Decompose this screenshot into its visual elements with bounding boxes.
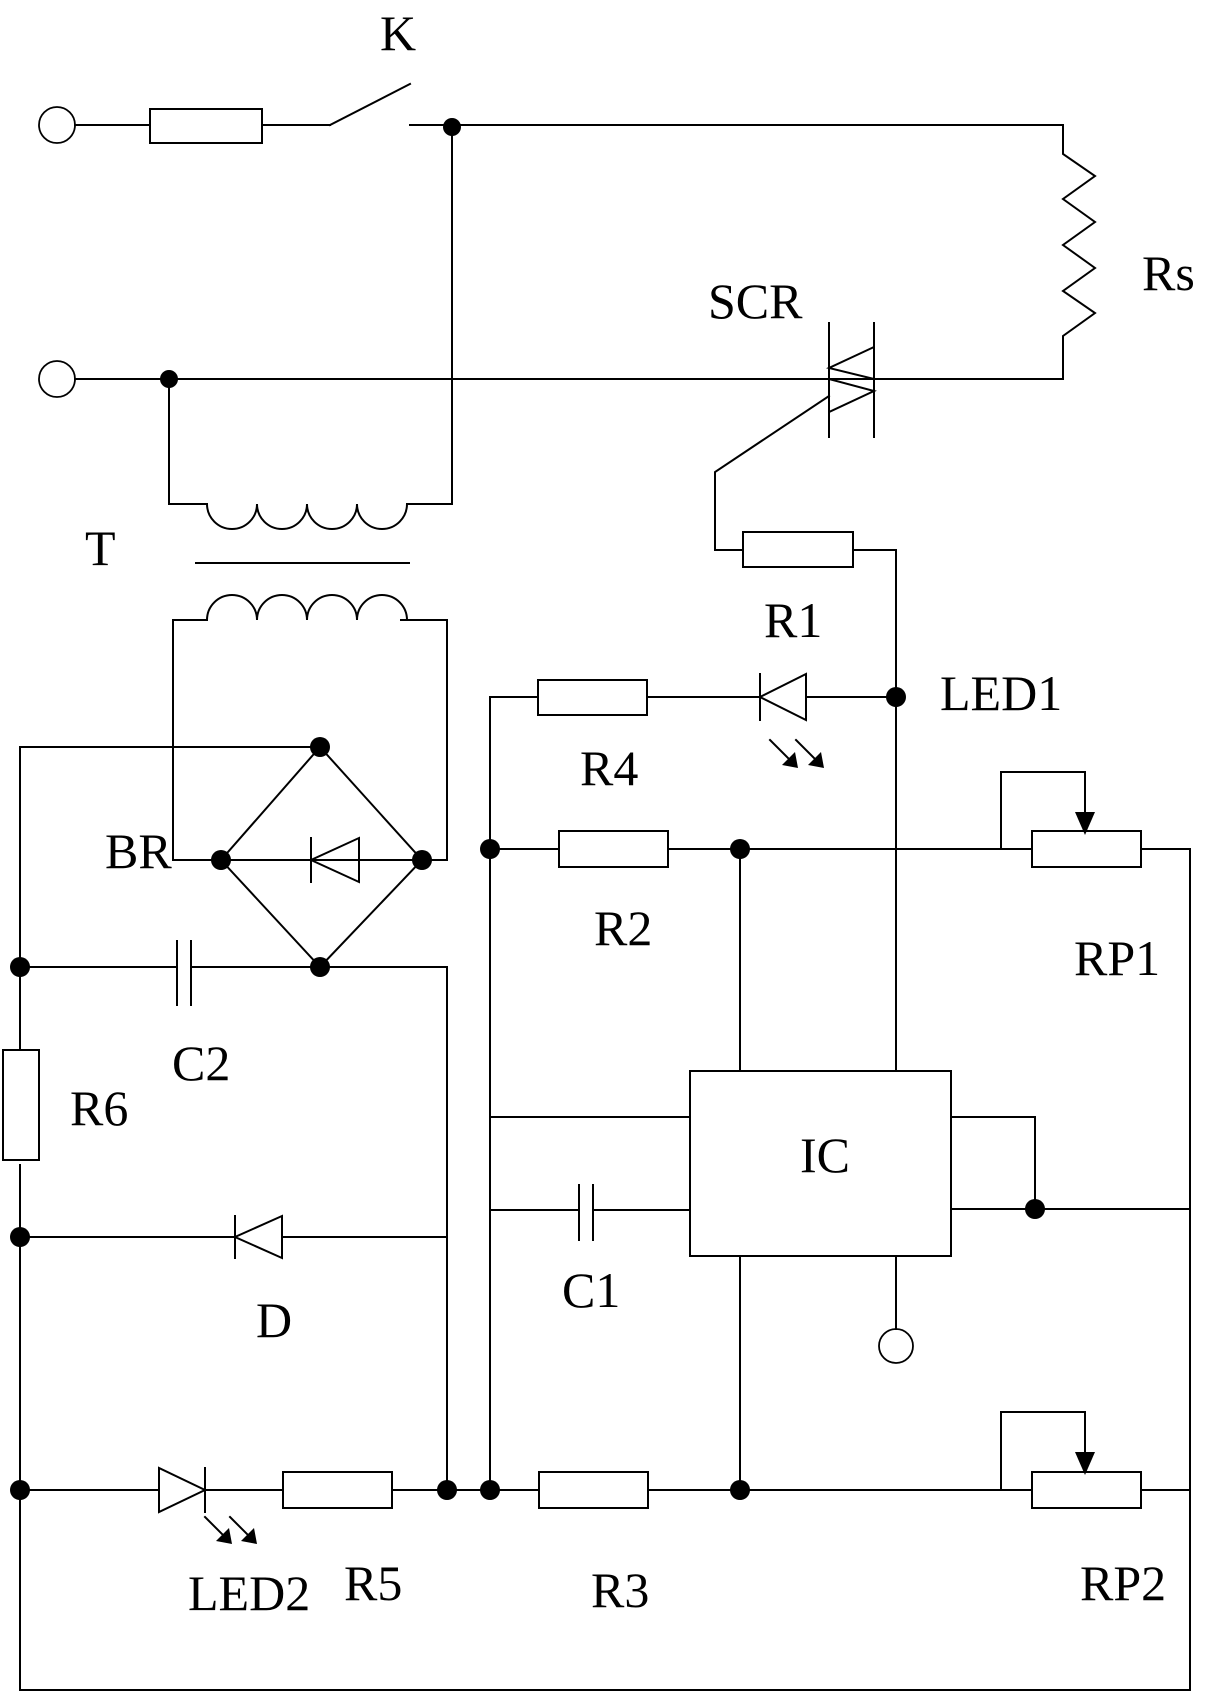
- label-ic: IC: [800, 1127, 850, 1183]
- potentiometer-rp2: [1031, 1471, 1142, 1509]
- fuse: [149, 108, 263, 144]
- r2-row: [480, 771, 1191, 1691]
- label-r6: R6: [70, 1080, 128, 1136]
- r1-led1-branch: [489, 531, 906, 1491]
- scr-triac: [714, 322, 877, 551]
- led2-r5-row: [19, 1466, 500, 1544]
- load-resistor-rs: [1061, 124, 1097, 380]
- resistor-r1: [742, 531, 854, 568]
- resistor-r3: [538, 1471, 649, 1509]
- resistor-r4: [537, 679, 648, 716]
- label-rp1: RP1: [1074, 930, 1160, 986]
- label-scr: SCR: [708, 273, 803, 329]
- label-rp2: RP2: [1080, 1555, 1166, 1611]
- label-led1: LED1: [940, 665, 1062, 721]
- label-c1: C1: [562, 1262, 620, 1318]
- label-r1: R1: [764, 592, 822, 648]
- label-led2: LED2: [188, 1565, 310, 1621]
- label-rs: Rs: [1142, 245, 1195, 301]
- capacitor-c2: [19, 940, 448, 1491]
- resistor-r6: [2, 1049, 40, 1161]
- diode-d: [19, 1214, 448, 1260]
- potentiometer-rp1: [1031, 830, 1142, 868]
- input-terminal-bottom: [38, 360, 76, 398]
- r3-row: [489, 1411, 1191, 1509]
- switch-k: [328, 82, 412, 127]
- label-k: K: [380, 5, 416, 61]
- left-rail: [10, 746, 1191, 1691]
- ic-chip: [689, 1070, 952, 1257]
- label-r4: R4: [580, 740, 638, 796]
- label-t: T: [85, 520, 116, 576]
- led1-diode: [757, 672, 807, 722]
- ic-connections: [489, 1116, 1191, 1491]
- input-terminal-top: [38, 106, 76, 144]
- label-br: BR: [105, 823, 172, 879]
- resistor-r2: [558, 830, 669, 868]
- label-r2: R2: [594, 900, 652, 956]
- label-r3: R3: [591, 1562, 649, 1618]
- label-d: D: [256, 1292, 292, 1348]
- label-r5: R5: [344, 1555, 402, 1611]
- bridge-rectifier-br: [211, 737, 432, 977]
- label-c2: C2: [172, 1035, 230, 1091]
- transformer-t: [168, 126, 453, 861]
